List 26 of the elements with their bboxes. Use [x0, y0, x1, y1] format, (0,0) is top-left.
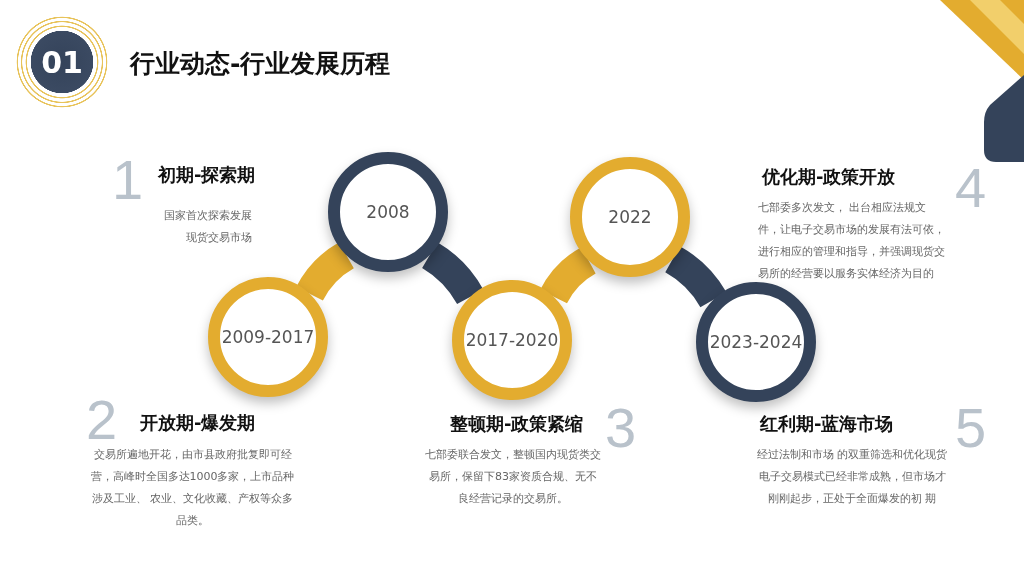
ribbon-connector [540, 247, 596, 304]
year-circle: 2009-2017 [208, 277, 328, 397]
number-badge: 01 [15, 15, 109, 109]
ribbon-connector [665, 246, 727, 308]
stage-heading: 初期-探索期 [158, 163, 256, 187]
step-number: 3 [605, 400, 637, 456]
year-circle: 2023-2024 [696, 282, 816, 402]
stage-description: 交易所遍地开花，由市县政府批复即可经营，高峰时全国多达1000多家，上市品种涉及工业、 农业、文化收藏、产权等众多品类。 [90, 447, 295, 529]
stage-heading: 优化期-政策开放 [762, 165, 896, 189]
page-title: 行业动态-行业发展历程 [130, 48, 391, 80]
stage-heading: 整顿期-政策紧缩 [450, 412, 584, 436]
year-circle: 2008 [328, 152, 448, 272]
stage-heading: 红利期-蓝海市场 [760, 412, 894, 436]
stage-description: 七部委多次发文， 出台相应法规文件，让电子交易市场的发展有法可依，进行相应的管理和指导，并强调现货交易所的经营要以服务实体经济为目的 [758, 200, 946, 282]
ribbon-connector [421, 242, 484, 305]
stage-heading: 开放期-爆发期 [140, 411, 256, 435]
step-number: 4 [955, 160, 987, 216]
step-number: 5 [955, 400, 987, 456]
year-circle: 2022 [570, 157, 690, 277]
stage-description: 国家首次探索发展现货交易市场 [163, 208, 252, 246]
stage-description: 经过法制和市场 的双重筛选和优化现货电子交易模式已经非常成熟，但市场才刚刚起步，正处于全面爆发的初 期 [756, 447, 948, 507]
step-number: 2 [86, 392, 118, 448]
year-circle: 2017-2020 [452, 280, 572, 400]
step-number: 1 [112, 152, 144, 208]
stage-description: 七部委联合发文，整顿国内现货类交易所，保留下83家资质合规、无不良经营记录的交易所。 [425, 447, 601, 507]
ribbon-connector [296, 242, 355, 301]
